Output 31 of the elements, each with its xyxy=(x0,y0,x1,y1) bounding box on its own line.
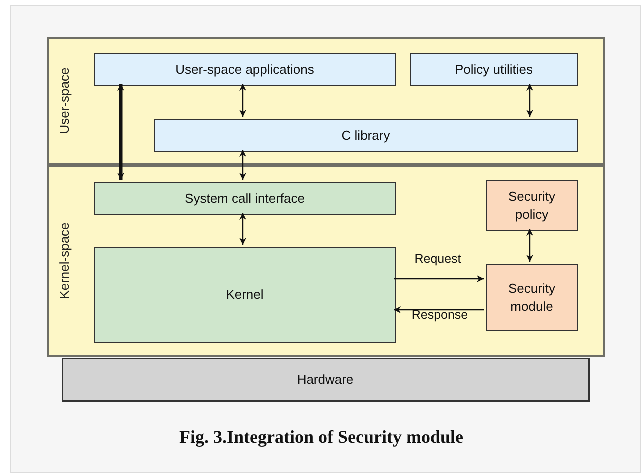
arrow xyxy=(526,229,534,262)
component-box xyxy=(410,53,578,86)
arrow xyxy=(240,150,246,180)
component-box xyxy=(486,264,578,331)
edge-label: Response xyxy=(412,308,468,322)
arrow xyxy=(394,306,484,314)
edge-label: Request xyxy=(414,252,462,266)
arrow xyxy=(394,276,484,282)
box-label: Hardware xyxy=(296,370,355,388)
arrow xyxy=(118,84,124,180)
box-label: Kernel xyxy=(225,286,265,304)
hardware-bar xyxy=(62,358,590,402)
component-box xyxy=(486,180,578,231)
component-box xyxy=(94,247,396,343)
box-label: Policy utilities xyxy=(454,60,534,78)
component-box xyxy=(154,119,578,152)
box-label: Security policy xyxy=(508,188,556,224)
layer-band xyxy=(47,165,605,357)
arrow xyxy=(240,84,246,117)
layer-label: User-space xyxy=(57,68,72,134)
component-box xyxy=(94,53,396,86)
layer-band xyxy=(47,37,605,165)
box-label: Security module xyxy=(508,280,556,316)
arrow xyxy=(240,213,246,245)
box-label: C library xyxy=(340,126,392,144)
figure-caption: Fig. 3.Integration of Security module xyxy=(180,427,464,447)
box-label: System call interface xyxy=(184,190,306,208)
arrow xyxy=(526,84,534,117)
layer-label: Kernel-space xyxy=(57,222,72,300)
component-box xyxy=(94,182,396,215)
box-label: User-space applications xyxy=(174,60,316,78)
